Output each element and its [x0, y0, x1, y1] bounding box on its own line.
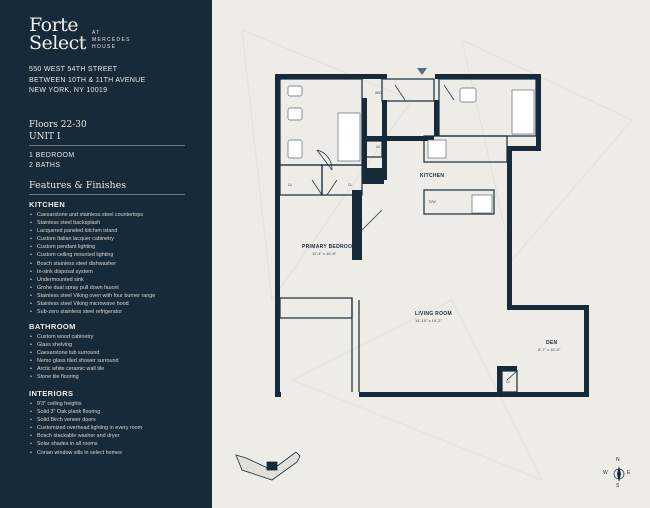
living-room-label: LIVING ROOM — [415, 311, 452, 317]
brand-logo: Forte Select AT MERCEDES HOUSE — [29, 14, 129, 54]
kitchen-features-list: Caesarstone and stainless steel countert… — [29, 211, 155, 316]
closet-label: CL — [506, 380, 511, 384]
den-label: DEN — [546, 340, 558, 346]
list-item: Lacquered paneled kitchen island — [29, 227, 155, 235]
kitchen-label: KITCHEN — [420, 173, 445, 179]
key-plan — [235, 451, 301, 481]
list-item: Solar shades in all rooms — [29, 440, 142, 448]
address-line-1: 550 WEST 54TH STREET — [29, 66, 118, 73]
list-item: Stainless steel backsplash — [29, 219, 155, 227]
closet-label: CL — [288, 183, 293, 187]
list-item: Customized overhead lighting in every ro… — [29, 424, 142, 432]
list-item: Bosch stainless steel dishwasher — [29, 260, 155, 268]
list-item: Undermounted sink — [29, 276, 155, 284]
list-item: Solid Birch veneer doors — [29, 416, 142, 424]
entry-marker — [417, 68, 427, 75]
list-item: Custom pendant lighting — [29, 243, 155, 251]
compass-south: S — [616, 483, 620, 489]
bathroom-features-list: Custom wood cabinetry Glass shelving Cae… — [29, 333, 119, 382]
compass-east: E — [627, 470, 631, 476]
compass-needle — [617, 466, 621, 482]
living-room-dims: 14'-10" x 19'-2" — [415, 318, 442, 323]
list-item: Glass shelving — [29, 341, 119, 349]
list-item: Custom wood cabinetry — [29, 333, 119, 341]
logo-sub-1: AT — [92, 30, 101, 36]
den-dims: 8'-7" x 10'-0" — [538, 347, 561, 352]
primary-bedroom-dims: 11'-4" x 10'-9" — [312, 251, 337, 256]
list-item: Stainless steel Viking oven with four bu… — [29, 292, 155, 300]
list-item: Custom Italian lacquer cabinetry — [29, 235, 155, 243]
logo-line-2: Select — [29, 32, 86, 54]
list-item: Corian window sills in select homes — [29, 449, 142, 457]
interior-walls — [279, 78, 537, 393]
primary-bedroom-label: PRIMARY BEDROOM — [302, 244, 357, 250]
interiors-features-list: 9'3" ceiling heights Solid 3" Oak plank … — [29, 400, 142, 457]
fixtures — [287, 85, 535, 214]
baths-text: 2 BATHS — [29, 162, 61, 169]
divider — [29, 145, 185, 146]
kitchen-section-title: KITCHEN — [29, 200, 66, 209]
washer-dryer-label: W/D — [375, 91, 382, 95]
list-item: Stone tile flooring — [29, 373, 119, 381]
bedrooms-text: 1 BEDROOM — [29, 152, 75, 159]
features-title: Features & Finishes — [29, 180, 127, 191]
unit-heading: Floors 22-30 UNIT I — [29, 119, 87, 143]
list-item: In-sink disposal system — [29, 268, 155, 276]
list-item: Bosch stackable washer and dryer — [29, 432, 142, 440]
logo-line-1: Forte — [29, 14, 79, 36]
divider — [29, 194, 185, 195]
address: 550 WEST 54TH STREET BETWEEN 10TH & 11TH… — [29, 65, 145, 97]
list-item: Nemo glass tiled shower surround — [29, 357, 119, 365]
floor-plan: KITCHEN PRIMARY BEDROOM 11'-4" x 10'-9" … — [212, 0, 650, 508]
list-item: Stainless steel Viking microwave hood — [29, 300, 155, 308]
floors-text: Floors 22-30 — [29, 120, 87, 130]
compass-west: W — [603, 470, 608, 476]
closet-label: CL — [348, 183, 353, 187]
interiors-section-title: INTERIORS — [29, 389, 74, 398]
floor-plan-drawing — [235, 29, 633, 482]
list-item: Sub-zero stainless steel refrigerator — [29, 308, 155, 316]
list-item: Grohe dual spray pull down faucet — [29, 284, 155, 292]
logo-sub-3: HOUSE — [92, 44, 117, 50]
list-item: Custom ceiling mounted lighting — [29, 251, 155, 259]
list-item: Solid 3" Oak plank flooring — [29, 408, 142, 416]
door-swings — [311, 84, 518, 381]
compass: N S W E — [603, 457, 631, 489]
address-line-2: BETWEEN 10TH & 11TH AVENUE — [29, 76, 146, 84]
closet-label: CL — [376, 145, 381, 149]
bed-bath-info: 1 BEDROOM 2 BATHS — [29, 151, 75, 171]
list-item: 9'3" ceiling heights — [29, 400, 142, 408]
address-line-3: NEW YORK, NY 10019 — [29, 87, 108, 94]
compass-north: N — [616, 457, 620, 463]
sidebar: Forte Select AT MERCEDES HOUSE 550 WEST … — [0, 0, 212, 508]
background-pattern — [241, 29, 633, 481]
bathroom-section-title: BATHROOM — [29, 322, 76, 331]
unit-name: UNIT I — [29, 132, 61, 142]
list-item: Caesarstone tub surround — [29, 349, 119, 357]
list-item: Caesarstone and stainless steel countert… — [29, 211, 155, 219]
walls — [275, 74, 589, 397]
dishwasher-label: D/W — [429, 200, 436, 204]
logo-sub-2: MERCEDES — [92, 37, 131, 43]
list-item: Arctic white ceramic wall tile — [29, 365, 119, 373]
